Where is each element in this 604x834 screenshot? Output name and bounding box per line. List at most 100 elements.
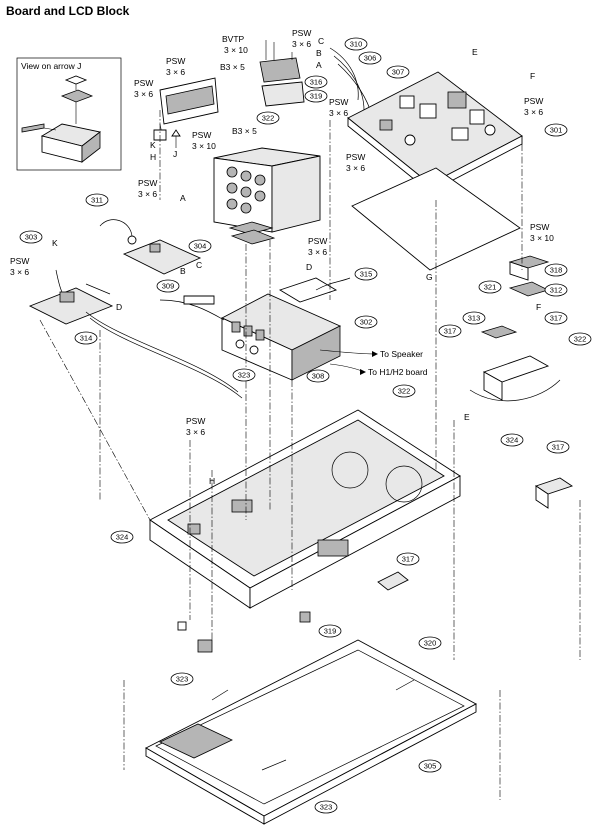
callout-bubble: 317: [438, 324, 462, 338]
ref-letter: E: [472, 47, 478, 57]
screw-type-label: PSW: [308, 236, 327, 246]
svg-text:309: 309: [162, 282, 175, 291]
screw-type-label: PSW: [186, 416, 205, 426]
callout-bubble: 315: [354, 267, 378, 281]
screw-size-label: 3 × 10: [192, 141, 216, 151]
ref-letter: D: [116, 302, 122, 312]
parts: [28, 40, 574, 825]
callout-bubble: 307: [386, 65, 410, 79]
svg-text:301: 301: [550, 126, 563, 135]
ribbon-314: [85, 311, 239, 393]
callouts: 310 306 307 316 319 301 322 311 304 303 …: [19, 37, 592, 814]
reference-letters: C B A E F J K H A K D B C D G F E G H: [52, 36, 541, 486]
ref-letter: J: [173, 149, 177, 159]
cable-311: [99, 219, 133, 237]
callout-bubble: 305: [418, 759, 442, 773]
callout-bubble: 323: [170, 672, 194, 686]
ref-letter: F: [536, 302, 541, 312]
tape-320: [395, 679, 415, 691]
screw-size-label: 3 × 6: [10, 267, 29, 277]
screw-type-label: B3 × 5: [232, 126, 257, 136]
ref-letter: H: [209, 476, 215, 486]
screw-type-label: PSW: [292, 28, 311, 38]
screw-type-label: PSW: [524, 96, 543, 106]
svg-text:307: 307: [392, 68, 405, 77]
svg-text:302: 302: [360, 318, 373, 327]
arrow-j-icon: [171, 129, 181, 137]
svg-text:311: 311: [91, 196, 103, 205]
callout-bubble: 319: [318, 624, 342, 638]
ref-letter: K: [150, 140, 156, 150]
tape-323: [211, 689, 229, 701]
callout-bubble: 312: [544, 283, 568, 297]
svg-text:322: 322: [262, 114, 275, 123]
screw-type-label: PSW: [134, 78, 153, 88]
cable-315: [315, 277, 351, 291]
svg-text:308: 308: [312, 372, 325, 381]
svg-text:310: 310: [350, 40, 363, 49]
insulator-302: [278, 277, 338, 303]
screw-labels: BVTP 3 × 10 PSW 3 × 6 PSW 3 × 6 B3 × 5 P…: [10, 28, 554, 437]
guide-lines: [39, 110, 581, 800]
screw-type-label: B3 × 5: [220, 62, 245, 72]
tape-323-b: [261, 759, 287, 771]
callout-bubble: 322: [256, 111, 280, 125]
inset-frame: [16, 57, 122, 171]
svg-text:317: 317: [402, 555, 415, 564]
screw-size-label: 3 × 10: [224, 45, 248, 55]
ref-letter: G: [426, 272, 433, 282]
svg-text:306: 306: [364, 54, 377, 63]
callout-bubble: 306: [358, 51, 382, 65]
screw-type-label: PSW: [138, 178, 157, 188]
svg-text:317: 317: [552, 443, 565, 452]
svg-text:323: 323: [238, 371, 251, 380]
callout-bubble: 317: [544, 311, 568, 325]
callout-bubble: 311: [85, 193, 109, 207]
callout-bubble: 319: [304, 89, 328, 103]
callout-bubble: 308: [306, 369, 330, 383]
screw-type-label: PSW: [166, 56, 185, 66]
fan-holder: [261, 81, 305, 107]
screw-size-label: 3 × 6: [524, 107, 543, 117]
svg-text:316: 316: [310, 78, 323, 87]
part-313: [480, 325, 518, 339]
callout-bubble: 322: [568, 332, 592, 346]
callout-bubble: 310: [344, 37, 368, 51]
callout-bubble: 322: [392, 384, 416, 398]
callout-bubble: 313: [462, 311, 486, 325]
callout-bubble: 304: [188, 239, 212, 253]
callout-bubble: 302: [354, 315, 378, 329]
page-title: Board and LCD Block: [6, 4, 130, 18]
callout-bubble: 309: [156, 279, 180, 293]
callout-bubble: 323: [232, 368, 256, 382]
screw-size-label: 3 × 6: [329, 108, 348, 118]
screw-type-label: PSW: [10, 256, 29, 266]
ref-letter: F: [530, 71, 535, 81]
part-319-b: [299, 611, 311, 623]
inset-block: [60, 89, 94, 103]
screw-size-label: 3 × 6: [186, 427, 205, 437]
ref-letter: D: [306, 262, 312, 272]
screw-size-label: 3 × 6: [346, 163, 365, 173]
callout-bubble: 321: [478, 280, 502, 294]
screw-size-label: 3 × 10: [530, 233, 554, 243]
svg-text:303: 303: [25, 233, 38, 242]
ref-letter: H: [150, 152, 156, 162]
power-board-301: [347, 71, 523, 185]
svg-text:322: 322: [398, 387, 411, 396]
inset-caption: View on arrow J: [21, 61, 81, 71]
screw-type-label: PSW: [530, 222, 549, 232]
svg-text:318: 318: [550, 266, 563, 275]
board-304: [122, 239, 202, 275]
svg-text:319: 319: [310, 92, 323, 101]
screw-size-label: 3 × 6: [134, 89, 153, 99]
screw-size-label: 3 × 6: [166, 67, 185, 77]
cable-309: [159, 299, 225, 321]
screw-type-label: PSW: [329, 97, 348, 107]
part-312: [508, 281, 550, 297]
svg-text:317: 317: [444, 327, 457, 336]
svg-text:324: 324: [506, 436, 519, 445]
inset-view: View on arrow J: [16, 57, 122, 171]
svg-text:315: 315: [360, 270, 373, 279]
